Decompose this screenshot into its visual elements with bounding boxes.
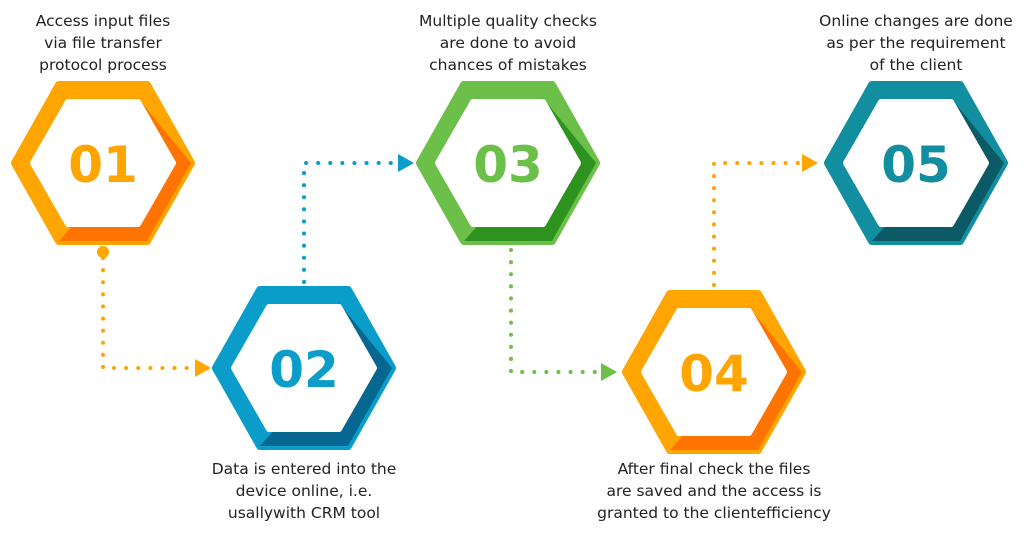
label-line: After final check the files [617, 460, 811, 478]
label-line: Data is entered into the [211, 460, 397, 478]
step-number: 01 [68, 136, 138, 194]
label-line: Online changes are done [819, 12, 1013, 30]
hexagon-step-05: 05 [824, 81, 1008, 245]
connector-03-to-04 [509, 248, 617, 381]
connector-01-to-02 [97, 246, 211, 377]
connector-02-to-03 [302, 154, 414, 284]
dotted-line [509, 248, 604, 374]
label-line: device online, i.e. [235, 482, 373, 500]
label-line: Access input files [35, 12, 171, 30]
step-number: 03 [473, 136, 543, 194]
dotted-line [101, 256, 198, 370]
step-01-label: Access input files via file transfer pro… [0, 10, 223, 76]
hexagons: 01 02 03 04 05 [11, 81, 1008, 454]
arrowhead-icon [195, 359, 211, 377]
hexagon-step-04: 04 [622, 290, 806, 454]
dotted-line [302, 161, 400, 284]
arrowhead-icon [398, 154, 414, 172]
label-line: are saved and the access is [606, 482, 822, 500]
hexagon-inner [435, 99, 581, 227]
step-03-label: Multiple quality checks are done to avoi… [388, 10, 628, 76]
hexagon-step-02: 02 [212, 286, 396, 450]
step-number: 02 [269, 341, 339, 399]
hexagon-step-03: 03 [416, 81, 600, 245]
step-number: 04 [679, 345, 749, 403]
arrowhead-icon [601, 363, 617, 381]
connectors [97, 154, 818, 381]
hexagon-inner [231, 304, 377, 432]
connector-04-to-05 [712, 154, 818, 287]
label-line: chances of mistakes [429, 56, 587, 74]
label-line: Multiple quality checks [419, 12, 597, 30]
step-number: 05 [881, 136, 951, 194]
label-line: protocol process [39, 56, 167, 74]
label-line: via file transfer [44, 34, 162, 52]
label-line: granted to the clientefficiency [597, 504, 831, 522]
hexagon-step-01: 01 [11, 81, 195, 245]
label-line: as per the requirement [826, 34, 1006, 52]
hexagon-inner [641, 308, 787, 436]
dotted-line [712, 161, 804, 287]
label-line: of the client [869, 56, 963, 74]
connector-start-dot [97, 246, 109, 258]
label-line: usallywith CRM tool [227, 504, 381, 522]
label-line: are done to avoid [439, 34, 577, 52]
step-05-label: Online changes are done as per the requi… [796, 10, 1024, 76]
hexagon-inner [843, 99, 989, 227]
step-04-label: After final check the files are saved an… [594, 458, 834, 524]
hexagon-inner [30, 99, 176, 227]
step-02-label: Data is entered into the device online, … [184, 458, 424, 524]
arrowhead-icon [802, 154, 818, 172]
